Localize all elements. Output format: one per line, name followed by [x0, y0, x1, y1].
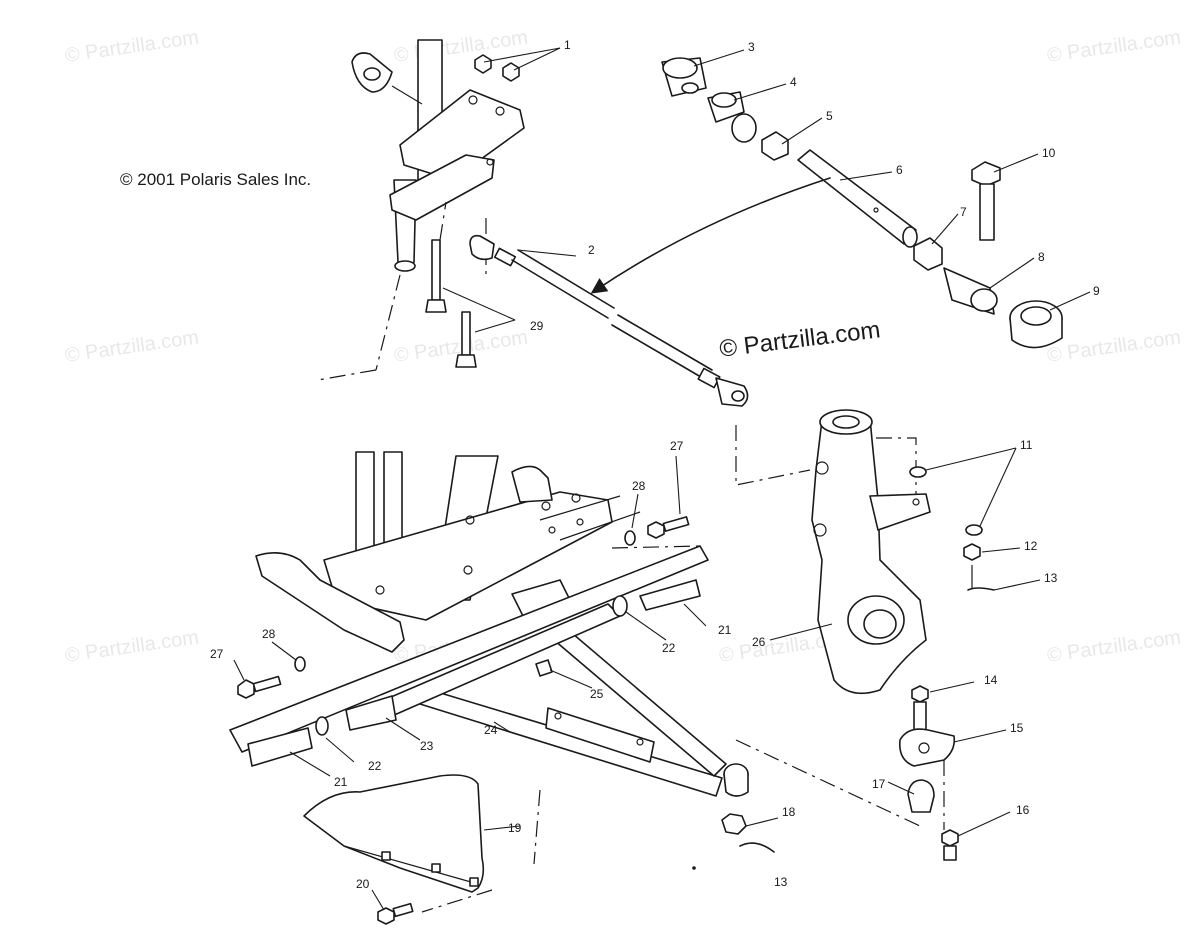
frame-assembly: [229, 451, 709, 753]
callout-13: 13: [1044, 571, 1058, 585]
callout-13: 13: [774, 875, 788, 889]
callout-3: 3: [748, 40, 755, 54]
callout-23: 23: [420, 739, 434, 753]
a-arm-assembly: [237, 516, 775, 853]
leader-lines: [233, 47, 1091, 911]
callout-4: 4: [790, 75, 797, 89]
callout-22: 22: [368, 759, 382, 773]
watermark: © Partzilla.com: [64, 626, 201, 667]
copyright-text: © 2001 Polaris Sales Inc.: [120, 170, 312, 189]
callout-12: 12: [1024, 539, 1038, 553]
callout-20: 20: [356, 877, 370, 891]
watermark: © Partzilla.com: [1046, 26, 1183, 67]
callout-labels: 1 2 3 4 5 6 7 8 9 10 11 12 13 13 14 15 1…: [210, 38, 1100, 891]
callout-15: 15: [1010, 721, 1024, 735]
callout-5: 5: [826, 109, 833, 123]
callout-28: 28: [262, 627, 276, 641]
steering-post-assembly: [317, 39, 525, 381]
callout-11: 11: [1020, 438, 1033, 452]
callout-27: 27: [210, 647, 224, 661]
callout-9: 9: [1093, 284, 1100, 298]
callout-24: 24: [484, 723, 498, 737]
watermark: © Partzilla.com: [64, 326, 201, 367]
watermark: © Partzilla.com: [1046, 326, 1183, 367]
callout-19: 19: [508, 821, 522, 835]
callout-16: 16: [1016, 803, 1030, 817]
callout-1: 1: [564, 38, 571, 52]
tie-rod-exploded-parts: [590, 57, 1063, 349]
callout-22: 22: [662, 641, 676, 655]
callout-8: 8: [1038, 250, 1045, 264]
tie-rod: [469, 234, 749, 407]
dot-mark: [692, 866, 696, 870]
skid-guard: [303, 774, 541, 925]
callout-2: 2: [588, 243, 595, 257]
watermark: © Partzilla.com: [393, 26, 530, 67]
watermark: © Partzilla.com: [1046, 626, 1183, 667]
callout-27: 27: [670, 439, 684, 453]
ball-joint-parts: [735, 685, 959, 861]
callout-25: 25: [590, 687, 604, 701]
watermark: © Partzilla.com: [64, 26, 201, 67]
callout-28: 28: [632, 479, 646, 493]
callout-26: 26: [752, 635, 766, 649]
callout-10: 10: [1042, 146, 1056, 160]
callout-14: 14: [984, 673, 998, 687]
callout-18: 18: [782, 805, 796, 819]
callout-6: 6: [896, 163, 903, 177]
callout-7: 7: [960, 205, 967, 219]
callout-29: 29: [530, 319, 544, 333]
spindle-assembly: [735, 409, 995, 695]
callout-21: 21: [718, 623, 732, 637]
callout-21: 21: [334, 775, 348, 789]
callout-17: 17: [872, 777, 886, 791]
watermark-layer: © Partzilla.com © Partzilla.com © Partzi…: [64, 26, 1183, 667]
